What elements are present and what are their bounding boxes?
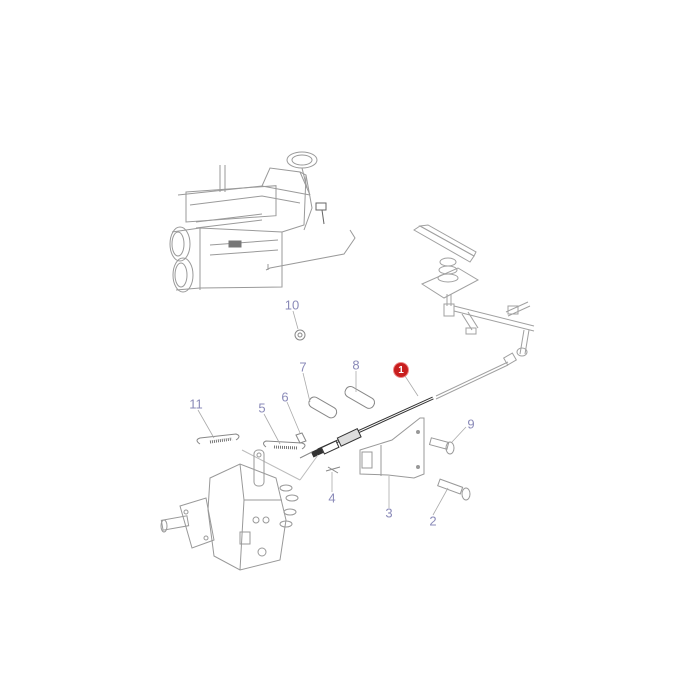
bolt-2 (438, 479, 470, 500)
callout-4: 4 (328, 490, 336, 506)
callout-2: 2 (429, 513, 437, 529)
callout-8: 8 (352, 357, 360, 373)
callout-9: 9 (467, 416, 475, 432)
clip-4 (326, 467, 340, 473)
fuel-injection-pump (161, 450, 298, 570)
pin-6 (296, 433, 306, 443)
callout-3: 3 (385, 505, 393, 521)
spring-11 (197, 434, 239, 444)
sleeve-7 (307, 395, 338, 420)
callout-5: 5 (258, 400, 266, 416)
callout-11: 11 (189, 396, 203, 412)
leader-lines (198, 311, 466, 515)
loose-parts (197, 330, 376, 480)
throttle-cable (300, 362, 508, 458)
bolt-9 (430, 438, 454, 454)
hand-throttle-lever-linkage (414, 225, 534, 365)
callout-1: 1 (394, 363, 408, 377)
callout-7: 7 (299, 359, 307, 375)
nut-10 (295, 330, 305, 340)
callout-6: 6 (281, 389, 289, 405)
tractor-engine-overview (170, 152, 355, 292)
sleeve-8 (343, 385, 376, 411)
cable-bracket (360, 418, 470, 500)
spring-5 (264, 441, 306, 449)
callout-10: 10 (284, 297, 300, 313)
